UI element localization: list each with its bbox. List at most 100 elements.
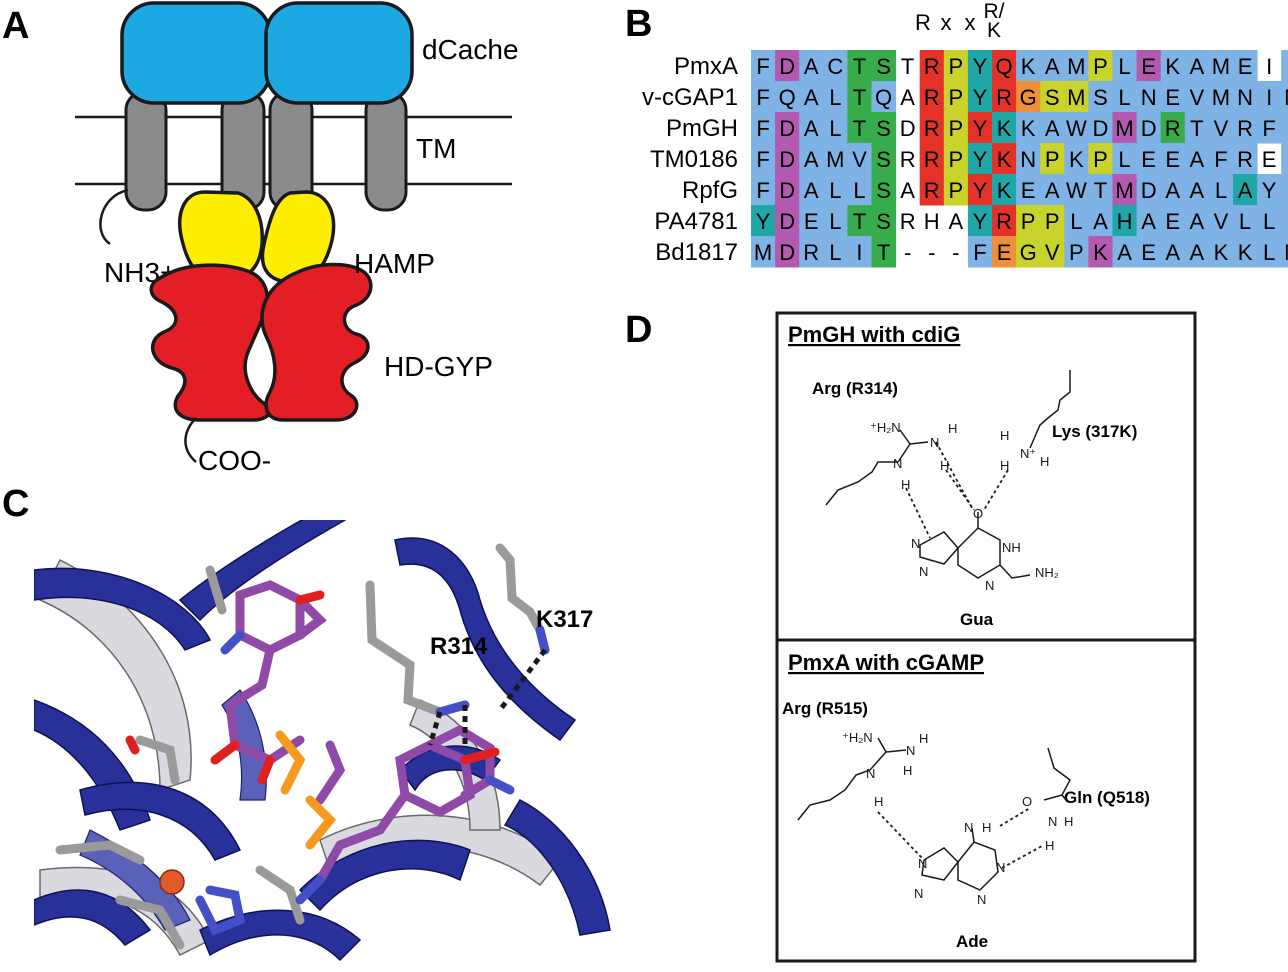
residue-letter: F	[756, 85, 769, 110]
residue-letter: D	[779, 240, 795, 265]
residue-cell-bg	[1233, 81, 1258, 113]
residue-letter: E	[804, 209, 819, 234]
residue-letter: E	[1021, 178, 1036, 203]
svg-text:NH: NH	[1002, 540, 1021, 555]
residue-cell-bg	[751, 174, 776, 206]
residue-cell-bg	[1184, 143, 1210, 175]
residue-letter: E	[1141, 240, 1156, 265]
residue-cell-bg	[1281, 236, 1288, 268]
residue-letter: D	[1141, 178, 1157, 203]
residue-cell-bg	[751, 50, 776, 82]
residue-letter: L	[829, 116, 841, 141]
residue-cell-bg	[775, 112, 800, 144]
residue-cell-bg	[1088, 50, 1113, 82]
panel-d: D PmGH with cdiG Arg (R314) Lys (317K)	[625, 309, 1197, 963]
pmgh-lys-label: Lys (317K)	[1052, 422, 1137, 441]
residue-letter: S	[876, 178, 891, 203]
residue-letter: M	[1115, 116, 1133, 141]
residue-letter: G	[1020, 85, 1037, 110]
residue-cell-bg	[1136, 143, 1162, 175]
residue-cell-bg	[1064, 236, 1089, 268]
residue-letter: F	[756, 147, 769, 172]
svg-text:H: H	[1000, 458, 1009, 473]
residue-letter: R	[924, 54, 940, 79]
residue-letter: F	[1287, 116, 1288, 141]
residue-letter: P	[949, 178, 964, 203]
residue-cell-bg	[799, 112, 824, 144]
residue-cell-bg	[1160, 236, 1186, 268]
residue-letter: Y	[1262, 178, 1277, 203]
sequence-names: PmxA v-cGAP1 PmGH TM0186 RpfG PA4781 Bd1…	[642, 53, 738, 266]
svg-text:H: H	[919, 731, 928, 746]
residue-cell-bg	[1064, 50, 1089, 82]
residue-cell-bg	[871, 81, 897, 113]
residue-letter: R	[900, 209, 916, 234]
residue-letter: L	[1070, 209, 1082, 234]
residue-letter: E	[1238, 54, 1253, 79]
svg-text:N: N	[985, 578, 994, 593]
pmxa-cgamp-diagram: PmxA with cGAMP Arg (R515) Gln (Q518)	[782, 650, 1150, 951]
residue-cell-bg	[1184, 236, 1210, 268]
seq-name-pa4781: PA4781	[654, 208, 738, 235]
residue-cell-bg	[992, 174, 1017, 206]
residue-letter: M	[1284, 85, 1288, 110]
residue-letter: S	[1093, 85, 1108, 110]
residue-cell-bg	[823, 174, 848, 206]
residue-letter: E	[997, 240, 1012, 265]
residue-cell-bg	[1136, 50, 1162, 82]
residue-cell-bg	[919, 81, 945, 113]
residue-cell-bg	[871, 174, 897, 206]
svg-text:N: N	[906, 743, 915, 758]
residue-cell-bg	[1016, 174, 1041, 206]
residue-cell-bg	[1208, 236, 1234, 268]
pmxa-title: PmxA with cGAMP	[788, 650, 984, 675]
residue-cell-bg	[1281, 81, 1288, 113]
residue-letter: A	[1238, 178, 1253, 203]
residue-letter: K	[1093, 240, 1108, 265]
residue-cell-bg	[943, 50, 969, 82]
residue-letter: K	[1238, 240, 1253, 265]
svg-text:N⁺: N⁺	[1020, 446, 1036, 461]
n-terminus-tail	[99, 188, 129, 246]
residue-letter: R	[924, 178, 940, 203]
motif-r-label: R	[915, 10, 931, 35]
residue-cell-bg	[1016, 112, 1041, 144]
residue-cell-bg	[847, 112, 872, 144]
svg-text:N: N	[930, 435, 939, 450]
residue-letter: L	[1263, 209, 1275, 234]
residue-cell-bg	[967, 236, 993, 268]
residue-cell-bg	[967, 81, 993, 113]
residue-letter: A	[1190, 240, 1205, 265]
pmxa-arg-label: Arg (R515)	[782, 699, 868, 718]
residue-cell-bg	[823, 81, 848, 113]
residue-cell-bg	[1112, 112, 1138, 144]
residue-cell-bg	[1112, 236, 1138, 268]
svg-text:N: N	[919, 564, 928, 579]
residue-cell-bg	[1160, 143, 1186, 175]
hamp-label: HAMP	[354, 248, 435, 279]
residue-letter: L	[1239, 209, 1251, 234]
residue-letter: F	[756, 178, 769, 203]
motif-x2-label: x	[965, 10, 976, 35]
residue-letter: R	[900, 147, 916, 172]
residue-cell-bg	[1136, 205, 1162, 237]
residue-cell-bg	[943, 174, 969, 206]
svg-text:H: H	[1045, 838, 1054, 853]
residue-letter: G	[1020, 240, 1037, 265]
residue-letter: Q	[779, 85, 796, 110]
residue-letter: E	[1165, 147, 1180, 172]
tm-helices	[124, 90, 408, 212]
residue-cell-bg	[1257, 236, 1282, 268]
residue-letter: K	[997, 147, 1012, 172]
residue-letter: K	[1021, 54, 1036, 79]
residue-letter: A	[1190, 209, 1205, 234]
svg-text:H: H	[982, 820, 991, 835]
residue-cell-bg	[967, 174, 993, 206]
residue-letter: N	[1020, 147, 1036, 172]
residue-letter: A	[804, 178, 819, 203]
residue-letter: L	[829, 85, 841, 110]
residue-letter: W	[1066, 116, 1087, 141]
residue-letter: V	[1214, 116, 1229, 141]
ade-label: Ade	[956, 932, 988, 951]
residue-cell-bg	[1208, 112, 1234, 144]
